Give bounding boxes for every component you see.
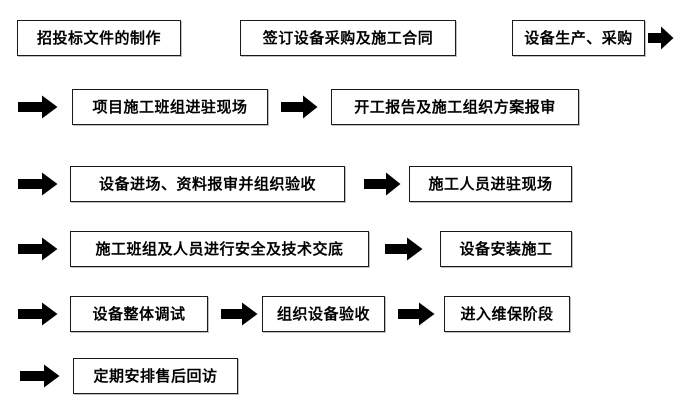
flow-node-periodic-after-sales-visit[interactable]: 定期安排售后回访 [73,358,238,394]
flow-node-maintenance-phase[interactable]: 进入维保阶段 [444,296,570,332]
flow-node-start-report-review[interactable]: 开工报告及施工组织方案报审 [331,89,579,125]
flow-node-label: 设备进场、资料报审并组织验收 [98,175,316,193]
flow-node-overall-commissioning[interactable]: 设备整体调试 [70,296,208,332]
flow-node-label: 组织设备验收 [276,305,370,323]
flow-node-equipment-acceptance[interactable]: 组织设备验收 [262,296,385,332]
flow-node-label: 设备生产、采购 [524,29,633,47]
flow-arrow-right-icon [281,95,318,119]
flow-arrow-right-icon [364,172,401,196]
flow-arrow-right-icon [18,302,58,326]
flow-arrow-right-icon [18,95,58,119]
flow-node-team-enter-site[interactable]: 项目施工班组进驻现场 [72,89,268,125]
flow-node-sign-contract[interactable]: 签订设备采购及施工合同 [240,20,456,56]
flow-node-bid-document[interactable]: 招投标文件的制作 [17,20,181,56]
flow-node-label: 定期安排售后回访 [93,367,218,385]
flow-node-label: 设备安装施工 [459,240,553,258]
flow-arrow-right-icon [385,237,423,261]
flow-node-equipment-production[interactable]: 设备生产、采购 [512,20,645,56]
flow-arrow-right-icon [398,302,435,326]
flow-arrow-right-icon [648,26,674,50]
flow-node-label: 开工报告及施工组织方案报审 [354,98,556,116]
flow-node-label: 项目施工班组进驻现场 [92,98,248,116]
flow-arrow-right-icon [18,237,58,261]
flow-node-label: 进入维保阶段 [460,305,554,323]
flow-node-label: 施工班组及人员进行安全及技术交底 [95,240,344,258]
flow-node-safety-technical-briefing[interactable]: 施工班组及人员进行安全及技术交底 [70,231,369,267]
flow-node-equipment-arrival-acceptance[interactable]: 设备进场、资料报审并组织验收 [70,166,345,202]
flow-arrow-right-icon [18,172,58,196]
flow-node-label: 设备整体调试 [92,305,186,323]
flow-node-workers-enter-site[interactable]: 施工人员进驻现场 [409,166,572,202]
flow-node-equipment-installation[interactable]: 设备安装施工 [440,231,572,267]
flow-arrow-right-icon [20,364,60,388]
flow-node-label: 招投标文件的制作 [36,29,161,47]
flow-node-label: 施工人员进驻现场 [428,175,553,193]
flow-arrow-right-icon [221,302,258,326]
flow-node-label: 签订设备采购及施工合同 [262,29,434,47]
